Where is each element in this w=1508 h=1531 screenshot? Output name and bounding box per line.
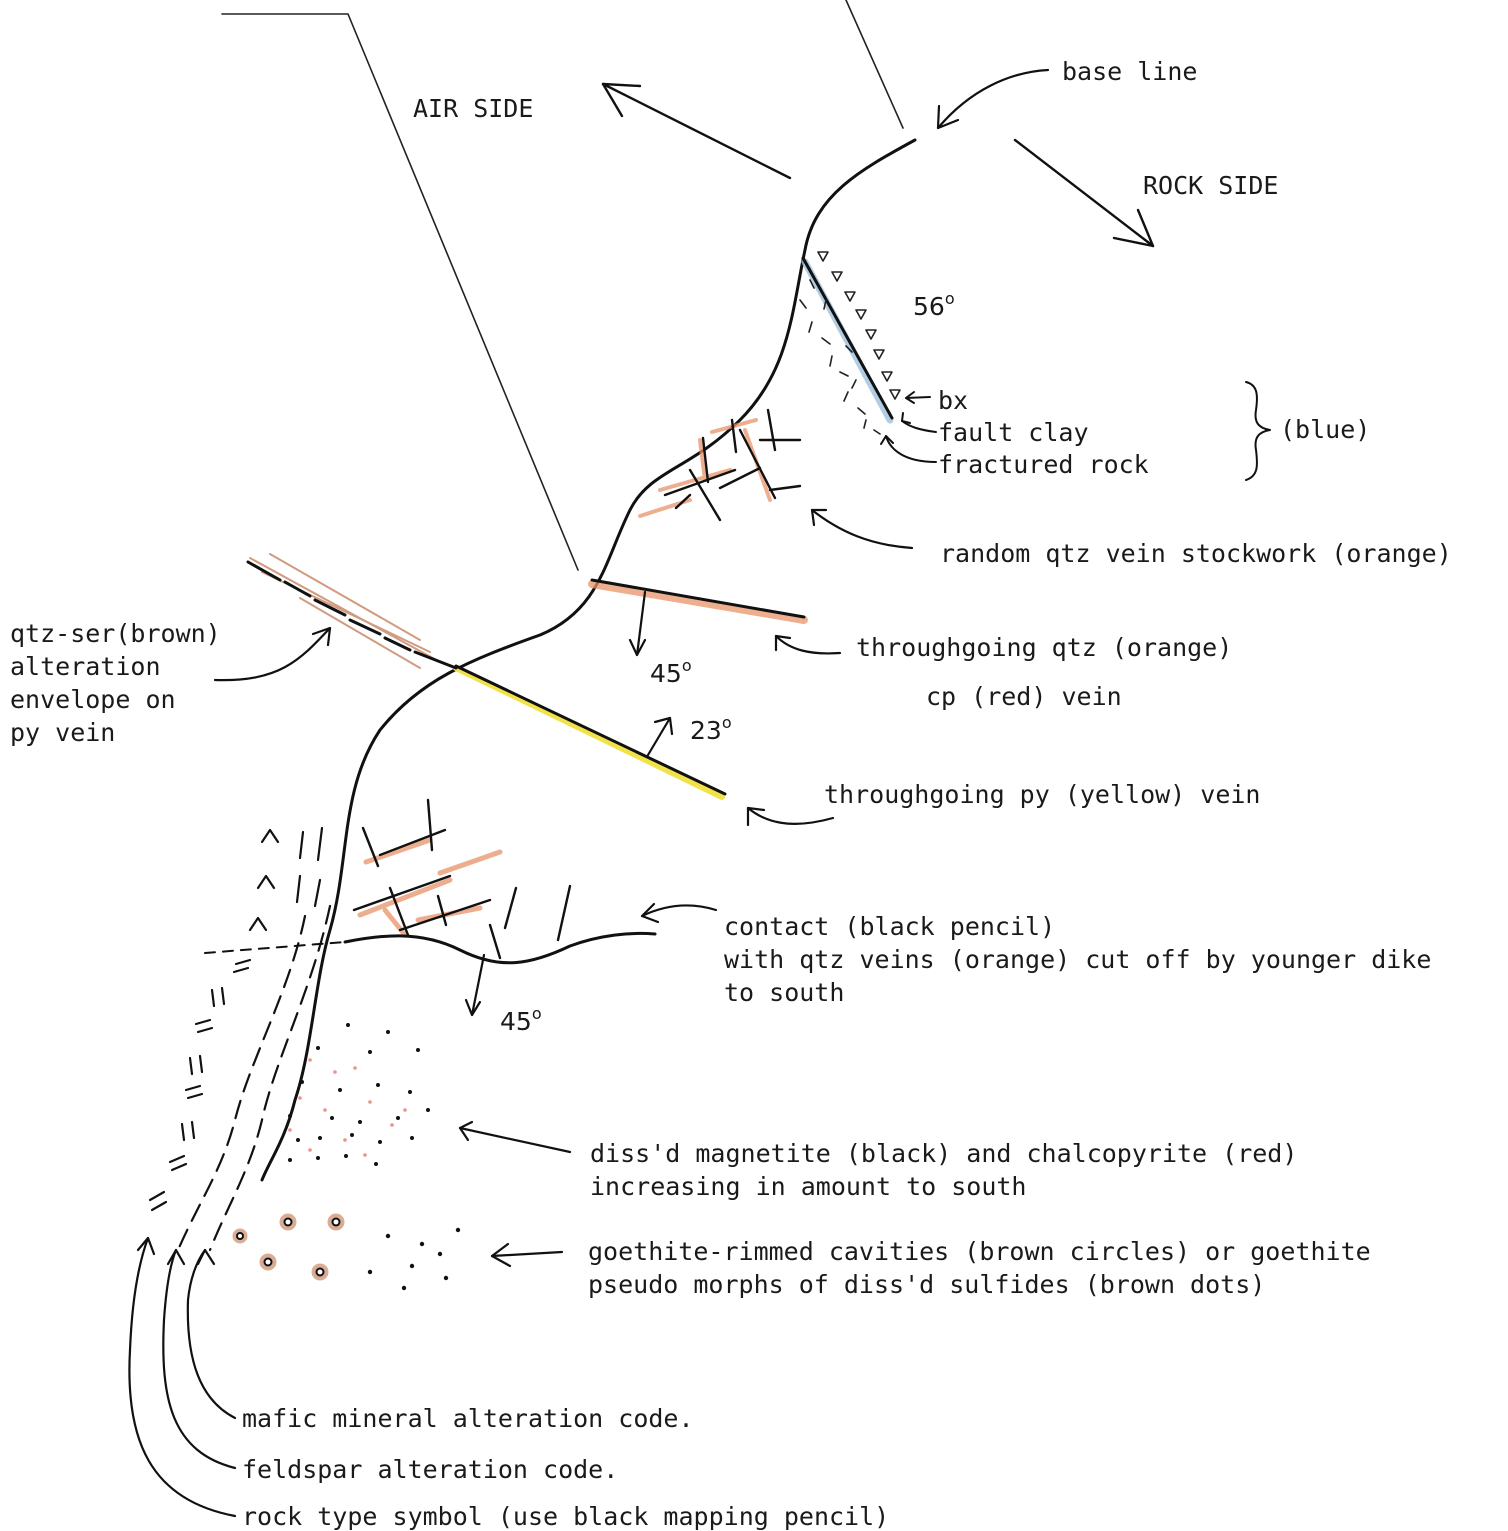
qtz-ser-label: qtz-ser(brown) alteration envelope on py… [10, 619, 221, 747]
throughgoing-py-label: throughgoing py (yellow) vein [824, 780, 1261, 809]
air-side-arrow [601, 82, 792, 180]
lower-qtz-veins [352, 798, 572, 960]
goethite-pointer [490, 1242, 564, 1268]
contact-pointer [640, 902, 718, 924]
rock-type-label: rock type symbol (use black mapping penc… [242, 1502, 890, 1531]
contact-line [204, 931, 657, 1017]
feldspar-alteration-label: feldspar alteration code. [242, 1455, 619, 1484]
feldspar-code-column [176, 914, 307, 1252]
rock-side-arrow [1013, 138, 1155, 248]
fault-dip-label: 56o [913, 289, 955, 321]
throughgoing-qtz-label: throughgoing qtz (orange) [856, 633, 1233, 662]
fault-zone [799, 251, 901, 435]
cp-vein-label: cp (red) vein [926, 682, 1122, 711]
qtz-ser-envelope [246, 553, 458, 670]
rock-type-symbols [148, 826, 324, 1212]
contact-dip-label: 45o [500, 1004, 542, 1036]
blue-label: (blue) [1280, 415, 1371, 444]
py-vein [453, 664, 727, 800]
mafic-alteration-label: mafic mineral alteration code. [242, 1404, 694, 1433]
qtz-ser-pointer [213, 626, 332, 682]
base-line-pointer [936, 68, 1050, 130]
bx-label: bx [938, 386, 969, 415]
qtz-vein-pointer [774, 634, 842, 655]
throughgoing-qtz-vein [588, 578, 808, 657]
air-side-label: AIR SIDE [413, 94, 534, 123]
stockwork-label: random qtz vein stockwork (orange) [940, 539, 1452, 568]
base-line-label: base line [1062, 57, 1198, 86]
goethite-label: goethite-rimmed cavities (brown circles)… [588, 1237, 1371, 1299]
guide-line-left [221, 13, 579, 571]
fault-pointers [880, 391, 937, 463]
mafic-code-column [208, 904, 332, 1252]
blue-brace [1245, 381, 1271, 481]
disseminated-sulfides [288, 1023, 430, 1166]
stockwork-pointer [810, 508, 914, 550]
py-vein-pointer [746, 806, 835, 827]
fractured-rock-label: fractured rock [938, 450, 1149, 479]
magnetite-pointer [458, 1120, 572, 1154]
py-vein-dip-label: 23o [690, 713, 732, 745]
fault-clay-label: fault clay [938, 418, 1089, 447]
contact-label: contact (black pencil) with qtz veins (o… [724, 912, 1432, 1007]
magnetite-label: diss'd magnetite (black) and chalcopyrit… [590, 1139, 1298, 1201]
qtz-vein-dip-label: 45o [650, 656, 692, 688]
rock-side-label: ROCK SIDE [1143, 171, 1279, 200]
base-line-wall-trace [260, 138, 917, 1182]
stockwork-veins [638, 408, 802, 522]
goethite-cavities [232, 1213, 461, 1291]
code-leader-lines [128, 1236, 237, 1518]
guide-line-right [845, 0, 904, 129]
